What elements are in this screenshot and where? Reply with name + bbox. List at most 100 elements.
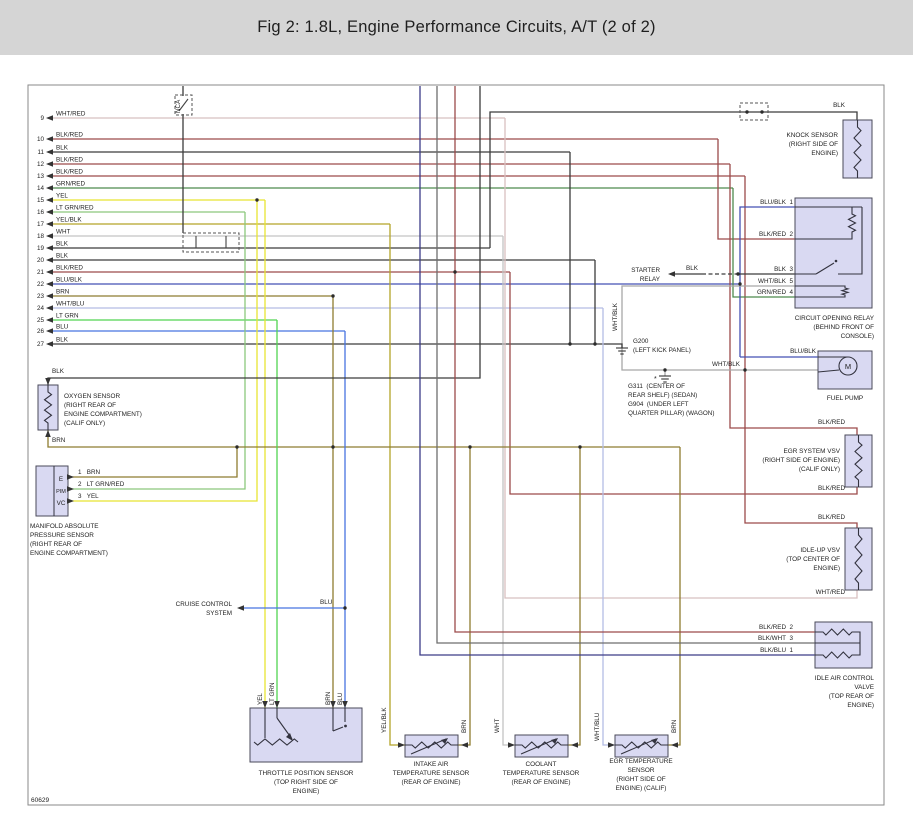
label: VC xyxy=(57,500,66,507)
knock-connector xyxy=(739,102,769,121)
label: 2 LT GRN/RED xyxy=(78,481,125,488)
label: PRESSURE SENSOR xyxy=(30,532,94,539)
wire-g200-stub xyxy=(615,343,623,348)
pin-arrow xyxy=(46,328,53,334)
thermistor-arrow xyxy=(520,738,557,755)
arrow-left xyxy=(571,742,578,748)
junction-dot xyxy=(255,198,259,202)
label: BLK/RED 2 xyxy=(759,624,793,631)
arrow-down xyxy=(330,701,336,708)
relay-switch-arm xyxy=(815,262,835,275)
wire-map-yel xyxy=(68,200,258,502)
label: BRN xyxy=(461,719,468,733)
label: 26 xyxy=(37,328,45,335)
map-sensor-box xyxy=(35,465,69,517)
label: IDLE-UP VSV xyxy=(800,547,840,554)
label: EGR SYSTEM VSV xyxy=(784,448,841,455)
label: GRN/RED xyxy=(56,181,85,188)
label: WHT/RED xyxy=(56,111,86,118)
wire-knock-a xyxy=(489,111,742,248)
junction-dot xyxy=(745,110,749,114)
wire-iacv-blkwht xyxy=(436,86,815,644)
pin-arrow xyxy=(46,115,53,121)
relay-coil xyxy=(795,207,857,240)
tps-contact xyxy=(344,724,347,728)
label: THROTTLE POSITION SENSOR xyxy=(259,770,354,777)
label: WHT xyxy=(56,229,70,236)
label: 17 xyxy=(37,221,45,228)
label: YEL/BLK xyxy=(56,217,82,224)
junction-dot xyxy=(453,270,457,274)
pin-arrow xyxy=(46,185,53,191)
label: BLK xyxy=(56,253,69,260)
label: BLK/RED xyxy=(56,265,83,272)
label: CIRCUIT OPENING RELAY xyxy=(795,315,875,322)
arrow-right xyxy=(608,742,615,748)
tps-wiper-arrowhead xyxy=(286,733,293,741)
label: BLU/BLK xyxy=(56,277,83,284)
pin-arrow xyxy=(46,257,53,263)
pin-arrow xyxy=(46,293,53,299)
label: 27 xyxy=(37,341,45,348)
relay-line xyxy=(838,207,863,275)
label: * xyxy=(654,376,657,383)
label: (LEFT KICK PANEL) xyxy=(633,347,691,354)
label: WHT/BLK xyxy=(612,302,619,331)
label: CRUISE CONTROL xyxy=(176,601,233,608)
arrow-right xyxy=(67,486,74,492)
label: BLK/BLU 1 xyxy=(760,647,793,654)
label: G311 (CENTER OF xyxy=(628,383,685,390)
arrow-left xyxy=(237,605,244,611)
label: 15 xyxy=(37,197,45,204)
label: LT GRN xyxy=(56,313,79,320)
label: 1 BRN xyxy=(78,469,100,476)
label: YEL/BLK xyxy=(381,707,388,733)
label: PIM xyxy=(56,489,66,495)
label: 11 xyxy=(37,149,44,156)
label: TEMPERATURE SENSOR xyxy=(393,770,470,777)
label: BLK/RED xyxy=(56,169,83,176)
arrow-left xyxy=(461,742,468,748)
label: YEL xyxy=(56,193,68,200)
label: (RIGHT SIDE OF xyxy=(616,776,665,783)
label: 20 xyxy=(37,257,45,264)
label: 10 xyxy=(37,136,45,143)
arrow-down xyxy=(262,701,268,708)
arrow-down xyxy=(274,701,280,708)
label: 24 xyxy=(37,305,45,312)
label: BLK xyxy=(833,102,846,109)
label: (REAR OF ENGINE) xyxy=(512,779,571,786)
top-connector xyxy=(174,94,193,116)
junction-dot xyxy=(568,342,572,346)
pin-arrow xyxy=(46,281,53,287)
label: 13 xyxy=(37,173,45,180)
label: 12 xyxy=(37,161,45,168)
label: BRN xyxy=(325,691,332,705)
label: BLK/RED xyxy=(818,419,845,426)
wire-whtblk-run xyxy=(621,285,818,371)
label: BLK/WHT 3 xyxy=(758,635,793,642)
wire-row9-ext xyxy=(504,118,858,599)
junction-dot xyxy=(743,368,747,372)
figure-title-bar: Fig 2: 1.8L, Engine Performance Circuits… xyxy=(0,0,913,55)
label: BLU xyxy=(337,692,344,705)
wire-knock-b xyxy=(768,111,858,120)
tps-resistor xyxy=(253,738,299,746)
wire-map-brn xyxy=(68,447,238,478)
label: 25 xyxy=(37,317,45,324)
label: QUARTER PILLAR) (WAGON) xyxy=(628,410,714,417)
label: (RIGHT REAR OF xyxy=(64,402,116,409)
label: BLK 3 xyxy=(774,266,793,273)
thermistor-arrow xyxy=(620,738,657,755)
circuit-opening-relay-box xyxy=(794,197,873,309)
wire-relay1-v xyxy=(739,206,795,357)
pin-arrow xyxy=(46,221,53,227)
label: 23 xyxy=(37,293,45,300)
pin-arrow xyxy=(46,209,53,215)
label: TEMPERATURE SENSOR xyxy=(503,770,580,777)
label: (TOP REAR OF xyxy=(829,693,874,700)
label: REAR SHELF) (SEDAN) xyxy=(628,392,697,399)
junction-dot xyxy=(343,606,347,610)
